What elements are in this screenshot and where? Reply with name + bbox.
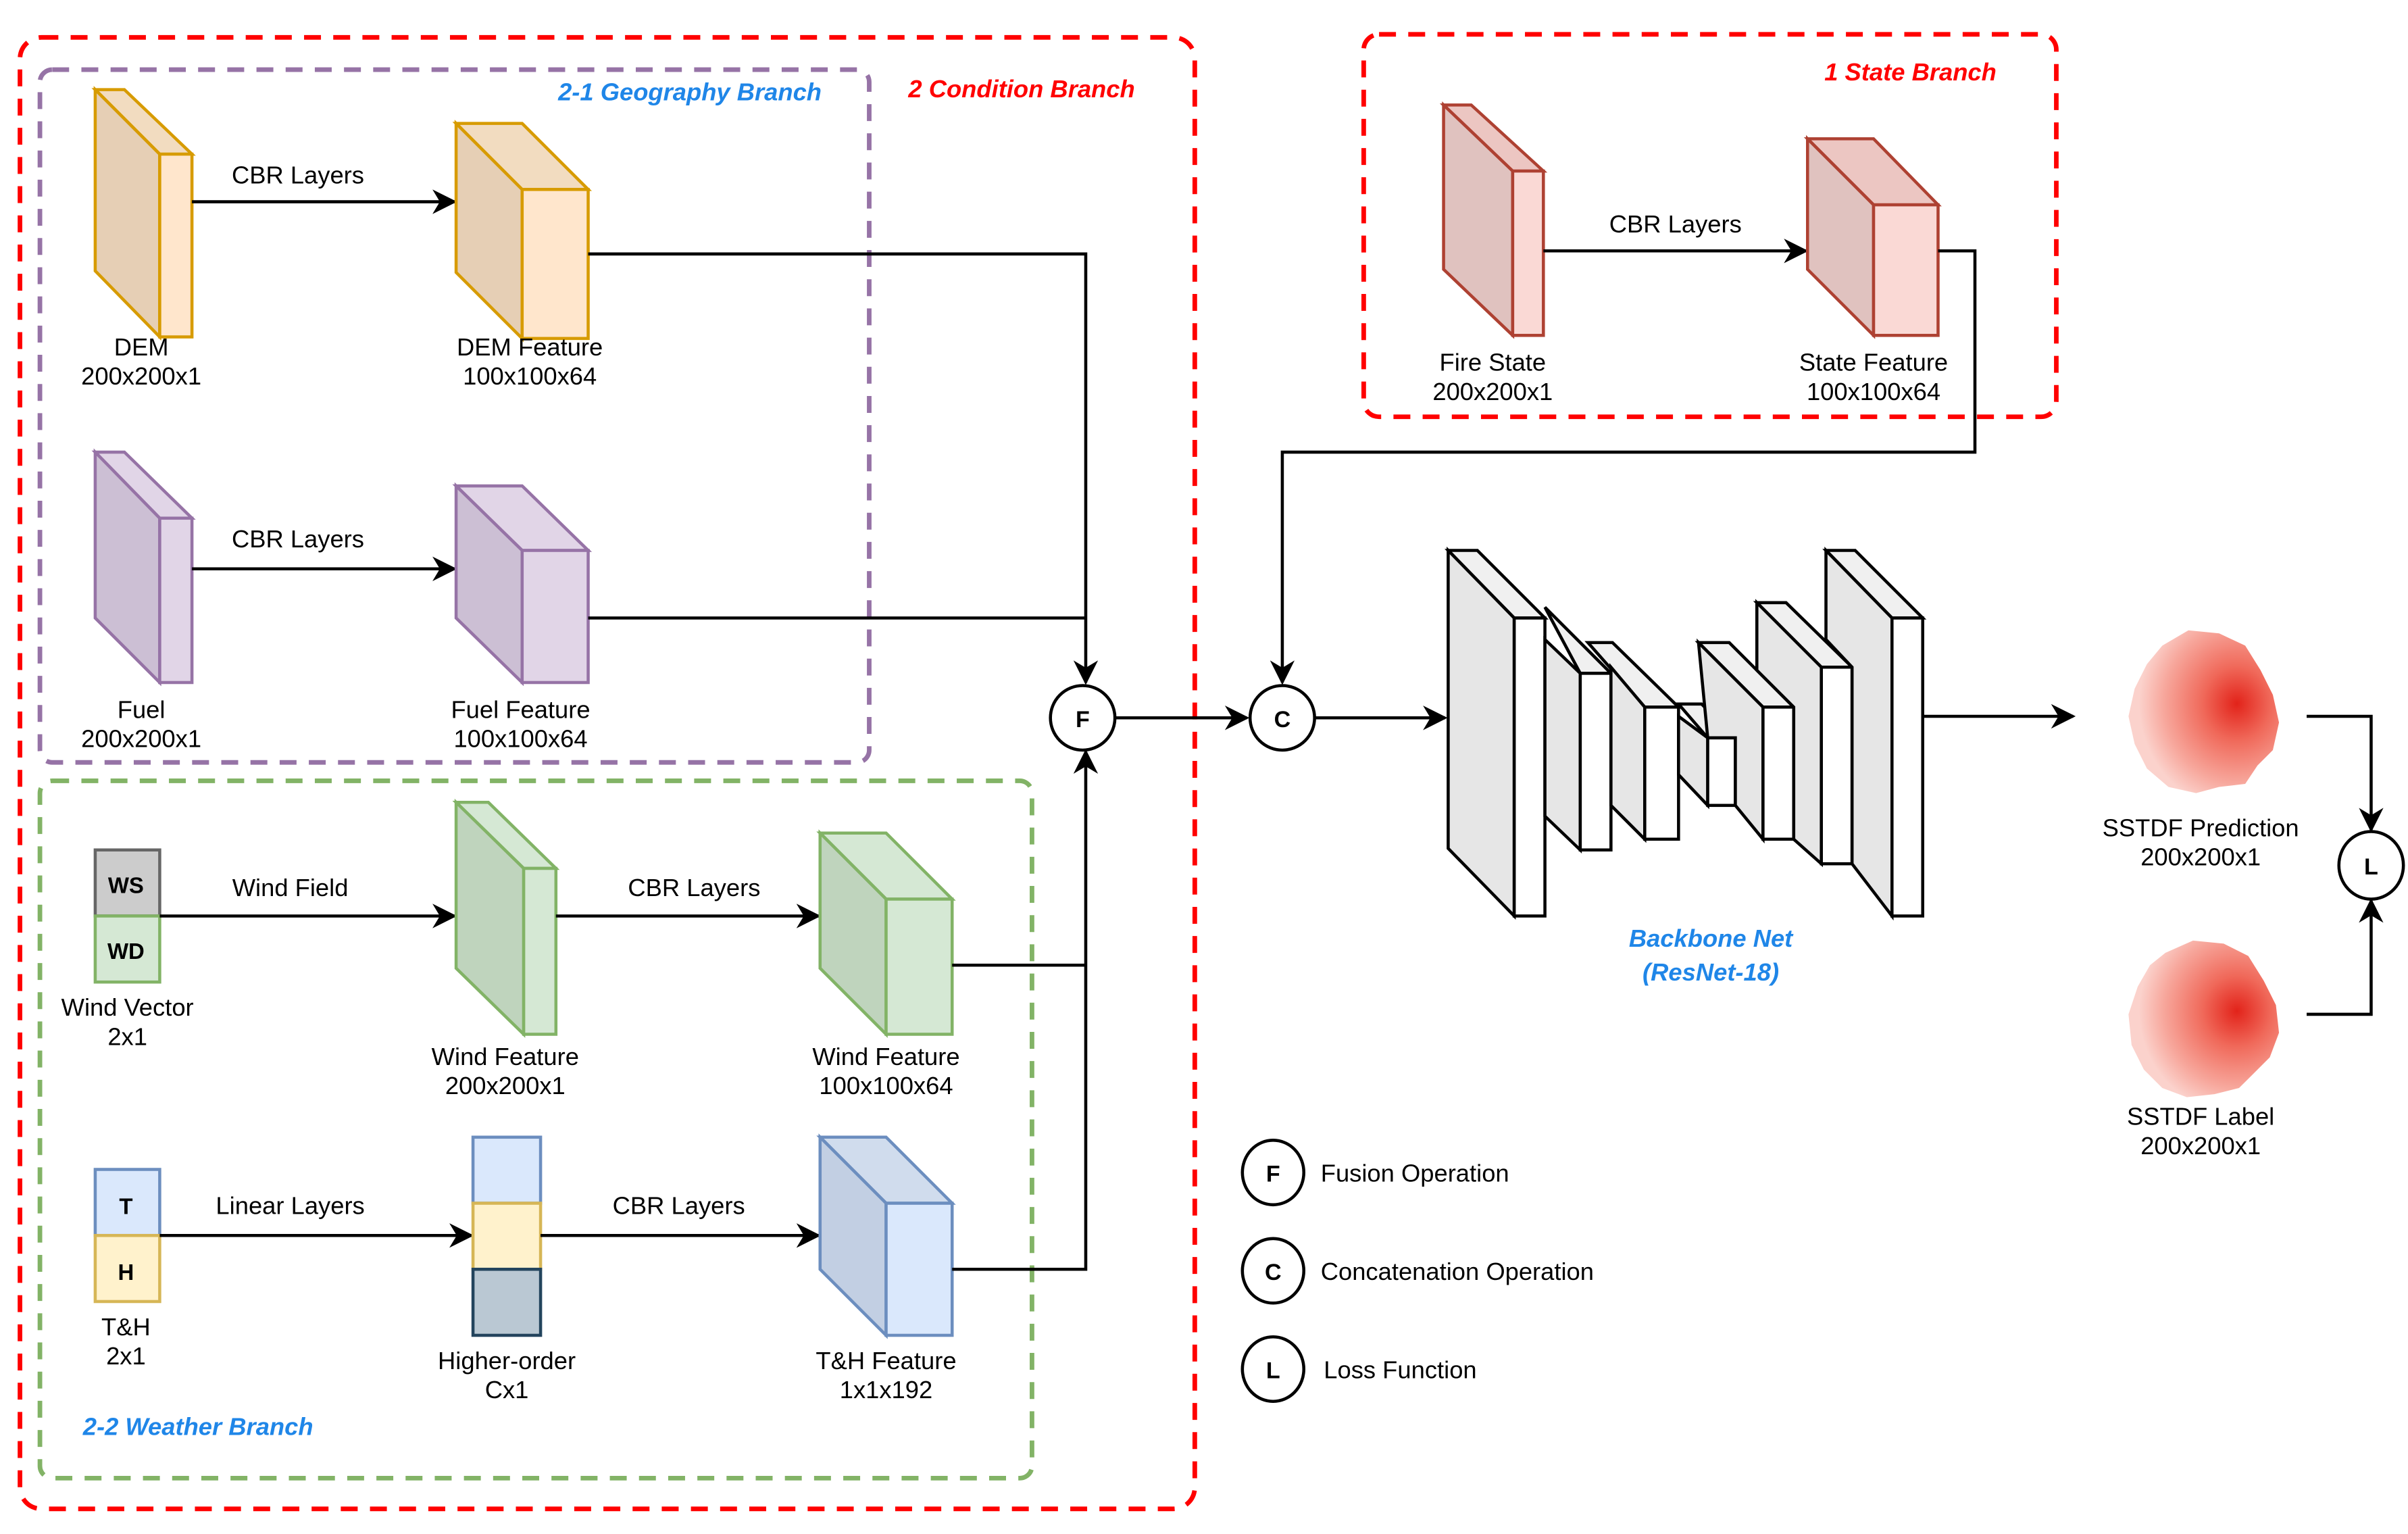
svg-text:L: L [2364, 854, 2378, 880]
fuel-feature-label: Fuel Feature [451, 695, 590, 723]
fuel-feature-shape: 100x100x64 [453, 724, 587, 752]
backbone-title: Backbone Net [1629, 924, 1794, 952]
svg-text:Fusion Operation: Fusion Operation [1321, 1160, 1509, 1187]
th-feature-to-fusion-wire [952, 749, 1099, 1271]
legend-item-concatenation: C Concatenation Operation [1240, 1237, 1594, 1305]
fuel-label: Fuel [118, 695, 166, 723]
svg-text:L: L [1266, 1358, 1280, 1384]
fuel-feature-block [452, 482, 593, 687]
weather-branch-border [37, 778, 1034, 1481]
svg-text:Concatenation Operation: Concatenation Operation [1321, 1258, 1594, 1285]
th-cbr-label: CBR Layers [613, 1191, 745, 1219]
linear-layers-label: Linear Layers [216, 1191, 364, 1219]
dem-shape: 200x200x1 [81, 362, 201, 390]
dem-label: DEM [114, 333, 169, 361]
wind-feature-2-label: Wind Feature [812, 1043, 959, 1070]
concat-operation-node: C [1248, 684, 1316, 752]
sstdf-label-label: SSTDF Label [2127, 1103, 2274, 1131]
prediction-to-loss-wire [2306, 714, 2384, 833]
backbone-net-block [1445, 546, 1927, 921]
dem-feature-block [452, 120, 593, 343]
loss-function-node: L [2337, 830, 2405, 901]
higher-order-shape: Cx1 [485, 1376, 529, 1404]
fire-state-block [1439, 101, 1548, 339]
sstdf-label-image [2128, 940, 2280, 1097]
sstdf-prediction-label: SSTDF Prediction [2103, 814, 2299, 841]
temperature-cell: T [119, 1193, 132, 1218]
legend: F Fusion Operation C Concatenation Opera… [1240, 1139, 1594, 1404]
state-feature-shape: 100x100x64 [1807, 378, 1940, 405]
fuel-shape: 200x200x1 [81, 724, 201, 752]
dem-feature-to-fusion-wire [588, 252, 1099, 685]
fuel-cbr-label: CBR Layers [232, 525, 364, 553]
th-shape: 2x1 [106, 1342, 146, 1370]
humidity-cell: H [118, 1260, 134, 1285]
svg-text:C: C [1274, 707, 1291, 733]
state-feature-block [1803, 134, 1942, 339]
wind-cbr-label: CBR Layers [628, 874, 760, 901]
geography-branch-border [37, 67, 872, 765]
state-feature-to-concat-wire [1270, 249, 1977, 685]
wind-direction-cell: WD [107, 939, 145, 964]
wind-vector-block [93, 848, 161, 984]
svg-text:Loss Function: Loss Function [1324, 1356, 1476, 1384]
dem-feature-label: DEM Feature [457, 333, 603, 361]
legend-item-fusion: F Fusion Operation [1240, 1139, 1509, 1207]
dem-input-block [91, 86, 196, 341]
wind-speed-cell: WS [108, 872, 144, 897]
wind-feature-1-block [452, 798, 560, 1038]
state-feature-label: State Feature [1799, 349, 1948, 376]
geography-branch-title: 2-1 Geography Branch [557, 78, 822, 106]
wind-feature-1-shape: 200x200x1 [445, 1072, 566, 1099]
weather-branch-title: 2-2 Weather Branch [82, 1413, 313, 1441]
sstdf-prediction-image [2128, 630, 2280, 793]
wind-field-label: Wind Field [232, 874, 349, 901]
state-cbr-label: CBR Layers [1609, 210, 1742, 238]
state-branch-border [1361, 32, 2059, 420]
fire-state-shape: 200x200x1 [1432, 378, 1553, 405]
th-feature-block [816, 1133, 956, 1339]
svg-text:C: C [1265, 1260, 1282, 1285]
fuel-input-block [91, 448, 196, 687]
higher-order-block [471, 1135, 543, 1337]
wind-feature-1-label: Wind Feature [432, 1043, 579, 1070]
backbone-subtitle: (ResNet-18) [1642, 958, 1779, 986]
sstdf-prediction-shape: 200x200x1 [2140, 843, 2261, 870]
svg-text:F: F [1266, 1162, 1280, 1187]
svg-text:F: F [1076, 707, 1090, 733]
condition-branch-title: 2 Condition Branch [907, 75, 1134, 103]
higher-order-label: Higher-order [438, 1347, 576, 1375]
th-vector-block [93, 1168, 161, 1304]
th-feature-shape: 1x1x192 [840, 1376, 932, 1404]
dem-feature-shape: 100x100x64 [463, 362, 597, 390]
th-feature-label: T&H Feature [816, 1347, 956, 1375]
wind-feature-2-shape: 100x100x64 [819, 1072, 953, 1099]
th-label: T&H [101, 1313, 151, 1341]
fire-state-label: Fire State [1440, 349, 1547, 376]
condition-branch-border [18, 34, 1197, 1512]
wind-feature-2-block [816, 829, 956, 1038]
legend-item-loss: L Loss Function [1240, 1335, 1477, 1404]
label-to-loss-wire [2306, 898, 2384, 1016]
state-branch-title: 1 State Branch [1824, 58, 1997, 86]
dem-cbr-label: CBR Layers [232, 161, 364, 189]
wind-vector-shape: 2x1 [107, 1022, 147, 1050]
wind-vector-label: Wind Vector [61, 993, 194, 1021]
sstdf-label-shape: 200x200x1 [2140, 1132, 2261, 1160]
fusion-operation-node: F [1049, 684, 1117, 752]
